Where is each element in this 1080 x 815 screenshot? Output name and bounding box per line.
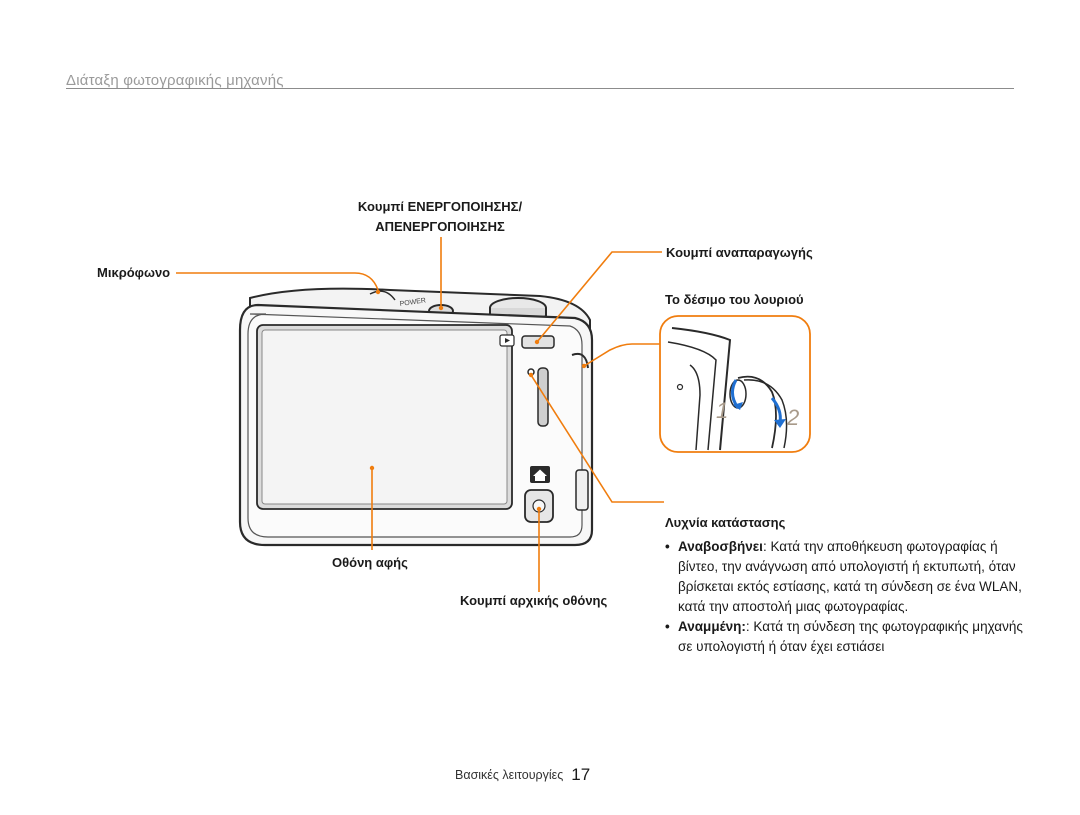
status-lamp-label: Λυχνία κατάστασης xyxy=(665,515,786,530)
status-lamp-term: Αναμμένη: xyxy=(678,619,746,634)
status-lamp-item: Αναβοσβήνει: Κατά την αποθήκευση φωτογρα… xyxy=(665,537,1025,617)
power-button-label-line2: ΑΠΕΝΕΡΓΟΠΟΙΗΣΗΣ xyxy=(375,219,505,234)
status-lamp-list: Αναβοσβήνει: Κατά την αποθήκευση φωτογρα… xyxy=(665,537,1025,657)
status-lamp-text: : Κατά την αποθήκευση φωτογραφίας ή βίντ… xyxy=(678,539,1022,614)
status-lamp-item: Αναμμένη:: Κατά τη σύνδεση της φωτογραφι… xyxy=(665,617,1025,657)
page-footer: Βασικές λειτουργίες 17 xyxy=(455,764,590,784)
status-lamp-term: Αναβοσβήνει xyxy=(678,539,763,554)
status-lamp-description: Λυχνία κατάστασης Αναβοσβήνει: Κατά την … xyxy=(665,513,1025,657)
microphone-label: Μικρόφωνο xyxy=(97,265,171,280)
page-number: 17 xyxy=(571,765,591,784)
speaker-grille xyxy=(537,367,549,427)
camera-body-illustration: POWER xyxy=(238,287,594,547)
playback-button-label: Κουμπί αναπαραγωγής xyxy=(666,245,813,260)
power-mark: POWER xyxy=(399,297,426,308)
strap-step-1: 1 xyxy=(716,398,728,423)
strap-detail-inset: 1 2 xyxy=(659,315,811,453)
section-title: Διάταξη φωτογραφικής μηχανής xyxy=(66,72,284,89)
touch-screen-label: Οθόνη αφής xyxy=(332,555,408,570)
title-rule xyxy=(66,88,1014,89)
strap-attach-label: Το δέσιμο του λουριού xyxy=(665,292,804,307)
power-button-label-line1: Κουμπί ΕΝΕΡΓΟΠΟΙΗΣΗΣ/ xyxy=(357,199,523,214)
strap-step-2: 2 xyxy=(786,405,799,430)
home-button-label: Κουμπί αρχικής οθόνης xyxy=(460,593,608,608)
microphone-shape xyxy=(369,290,396,301)
strap-loop xyxy=(571,352,589,369)
status-lamp-text: : Κατά τη σύνδεση της φωτογραφικής μηχαν… xyxy=(678,619,1023,654)
footer-label: Βασικές λειτουργίες xyxy=(455,768,564,782)
callout-lines xyxy=(176,237,664,592)
